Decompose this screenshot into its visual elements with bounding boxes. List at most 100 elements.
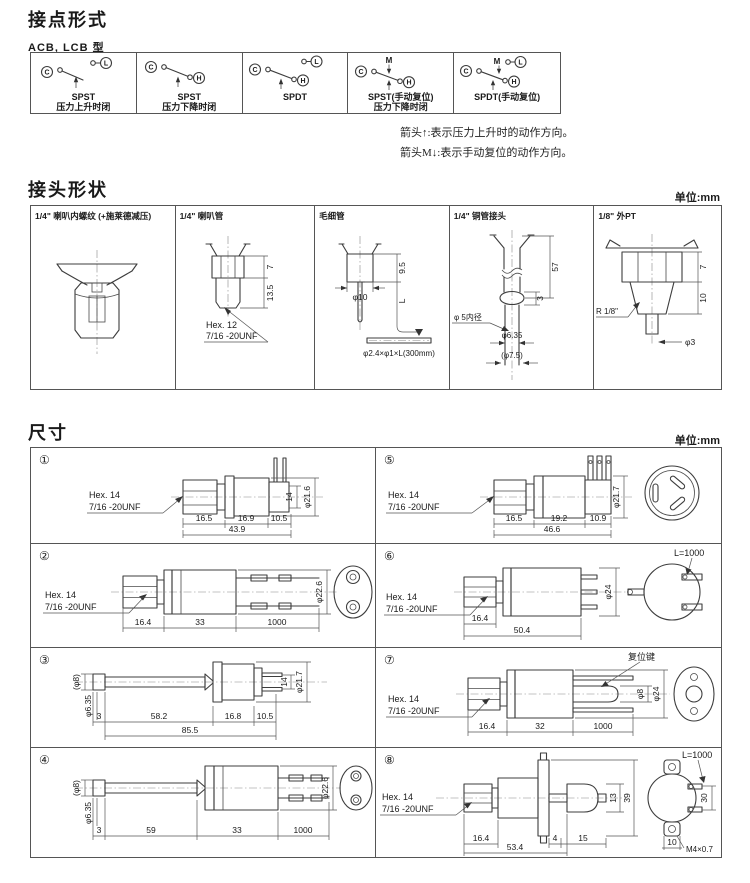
dim-label: (φ8) (71, 674, 81, 690)
flare-female-drawing (56, 250, 138, 354)
dim-label: 16.9 (238, 513, 255, 523)
connector-col-capillary: 毛细管 φ10 9.5 L φ2.4×φ1×L(30 (315, 206, 450, 389)
dim-label: 10 (698, 293, 708, 303)
drawing-number: ② (39, 549, 50, 563)
contact-cell-spdt: L C H SPDT (243, 53, 349, 113)
dim-label: 32 (535, 721, 545, 731)
switch-drawing-8: Hex. 14 7/16 -20UNF 13 39 (380, 750, 716, 856)
hex-size-label: Hex. 14 (388, 694, 419, 704)
dim-label: φ21.7 (294, 671, 304, 693)
connector-header: 1/4" 喇叭内螺纹 (+施莱德减压) (35, 211, 152, 221)
dim-label: 7 (265, 264, 275, 269)
dim-label: 4 (553, 833, 558, 843)
dim-cell-7: ⑦ Hex. 14 7/16 -20UNF 复位键 φ8 (376, 648, 721, 747)
dim-label: 1000 (268, 617, 287, 627)
dim-cell-5: ⑤ Hex. 14 7/16 -20UNF φ21.7 (376, 448, 721, 543)
dim-label: 10.5 (271, 513, 288, 523)
terminal-c-label: C (464, 69, 469, 76)
dim-label: 16.4 (479, 721, 496, 731)
thread-label: 7/16 -20UNF (388, 706, 440, 716)
terminal-h-label: H (512, 79, 517, 86)
unit-label-connector: 单位:mm (674, 192, 720, 204)
spst-fall-circuit-diagram: C H (144, 60, 205, 87)
thread-label: 7/16 -20UNF (206, 331, 258, 341)
thread-label: 7/16 -20UNF (382, 804, 434, 814)
contact-cell-spst-rise: C L SPST 压力上升时闭 (31, 53, 137, 113)
dim-label: 10.5 (257, 711, 274, 721)
dim-label: φ10 (353, 292, 368, 302)
switch-drawing-1: Hex. 14 7/16 -20UNF 14 φ21.6 (87, 457, 323, 538)
dim-label: 53.4 (507, 842, 524, 852)
inner-dia-label: φ 5内径 (454, 312, 482, 322)
switch-drawing-3: (φ8) φ6.35 14 φ21.7 3 (71, 661, 327, 740)
hex-size-label: Hex. 12 (206, 320, 237, 330)
dim-label: φ8 (635, 689, 645, 700)
terminal-l-label: L (104, 61, 109, 68)
terminal-h-label: H (196, 76, 201, 83)
spst-manual-reset-circuit-diagram: M C H (355, 56, 416, 90)
flare-tube-drawing: 7 13.5 Hex. 12 7/16 -20UNF (203, 236, 275, 343)
contact-cell-spst-manual: M C H SPST(手动复位) 压力下降时闭 (348, 53, 455, 113)
dim-label: 13.5 (265, 284, 275, 301)
connector-header: 1/8" 外PT (598, 211, 636, 221)
drawing-number: ⑦ (384, 653, 395, 667)
terminal-h-label: H (407, 80, 412, 87)
contact-type-label: SPDT (282, 92, 307, 102)
hex-size-label: Hex. 14 (386, 592, 417, 602)
dim-label: L (397, 298, 407, 303)
thread-label: 7/16 -20UNF (388, 502, 440, 512)
arrow-legend-notes: 箭头↑:表示压力上升时的动作方向。 箭头M↓:表示手动复位的动作方向。 (400, 123, 730, 163)
dim-label: 16.4 (472, 613, 489, 623)
terminal-c-label: C (359, 69, 364, 76)
connector-header: 1/4" 铜管接头 (453, 211, 506, 221)
dim-label: 15 (578, 833, 588, 843)
dim-label: 10 (667, 837, 677, 847)
dim-label: 59 (146, 825, 156, 835)
hex-size-label: Hex. 14 (382, 792, 413, 802)
dim-total-label: 43.9 (229, 524, 246, 534)
dim-label: φ24 (603, 584, 613, 599)
terminal-h-label: H (300, 78, 305, 85)
pt-thread-drawing: 7 10 R 1/8" φ3 (596, 234, 708, 347)
manual-reset-m-label: M (494, 57, 501, 66)
dim-label: 30 (699, 793, 709, 803)
dim-label: φ6.35 (83, 695, 93, 717)
terminal-l-label: L (519, 60, 524, 67)
terminal-l-label: L (314, 59, 319, 66)
terminal-c-label: C (148, 65, 153, 72)
drawing-number: ⑥ (384, 549, 395, 563)
dim-label: φ22.6 (320, 777, 330, 799)
contact-action-label: 压力下降时闭 (162, 102, 217, 112)
spdt-manual-reset-circuit-diagram: M L C H (460, 55, 527, 90)
dim-label: 16.8 (225, 711, 242, 721)
section-title-connector-shapes: 接头形状 (28, 180, 108, 200)
switch-drawing-4: (φ8) φ6.35 φ22.6 3 (71, 765, 373, 840)
capillary-tube-drawing: φ10 9.5 L φ2.4×φ1×L(300mm) (335, 236, 435, 358)
terminal-c-label: C (252, 67, 257, 74)
section-title-contact-forms: 接点形式 (28, 10, 108, 30)
dim-cell-2: ② Hex. 14 7/16 -20UNF φ22.6 (31, 544, 376, 647)
contact-cell-spst-fall: C H SPST 压力下降时闭 (137, 53, 243, 113)
thread-label: 7/16 -20UNF (386, 604, 438, 614)
connector-col-pt-thread: 1/8" 外PT 7 10 R 1/8" φ3 (594, 206, 721, 389)
drawing-number: ⑤ (384, 453, 395, 467)
dim-label: 13 (608, 793, 618, 803)
terminal-c-label: C (44, 70, 49, 77)
dim-total-label: 46.6 (544, 524, 561, 534)
manual-reset-m-label: M (386, 56, 393, 65)
dim-label: 10.9 (590, 513, 607, 523)
dim-label: 14 (279, 677, 289, 687)
dim-label: φ24 (651, 686, 661, 701)
section-title-dimensions: 尺寸 (28, 423, 68, 443)
dim-label: 14 (284, 492, 294, 502)
dim-label: 9.5 (397, 262, 407, 274)
dimensions-table: ① Hex. 14 7/16 -20UNF 14 (30, 447, 722, 858)
note-rising-arrow: 箭头↑:表示压力上升时的动作方向。 (400, 127, 574, 139)
dim-label: φ3 (685, 337, 696, 347)
contact-action-label: 压力下降时闭 (373, 102, 428, 112)
contact-cell-spdt-manual: M L C H SPDT(手动复位) (454, 53, 560, 113)
dim-label: φ6.35 (83, 802, 93, 824)
capillary-spec-label: φ2.4×φ1×L(300mm) (363, 349, 435, 358)
contact-type-label: SPST (177, 92, 201, 102)
